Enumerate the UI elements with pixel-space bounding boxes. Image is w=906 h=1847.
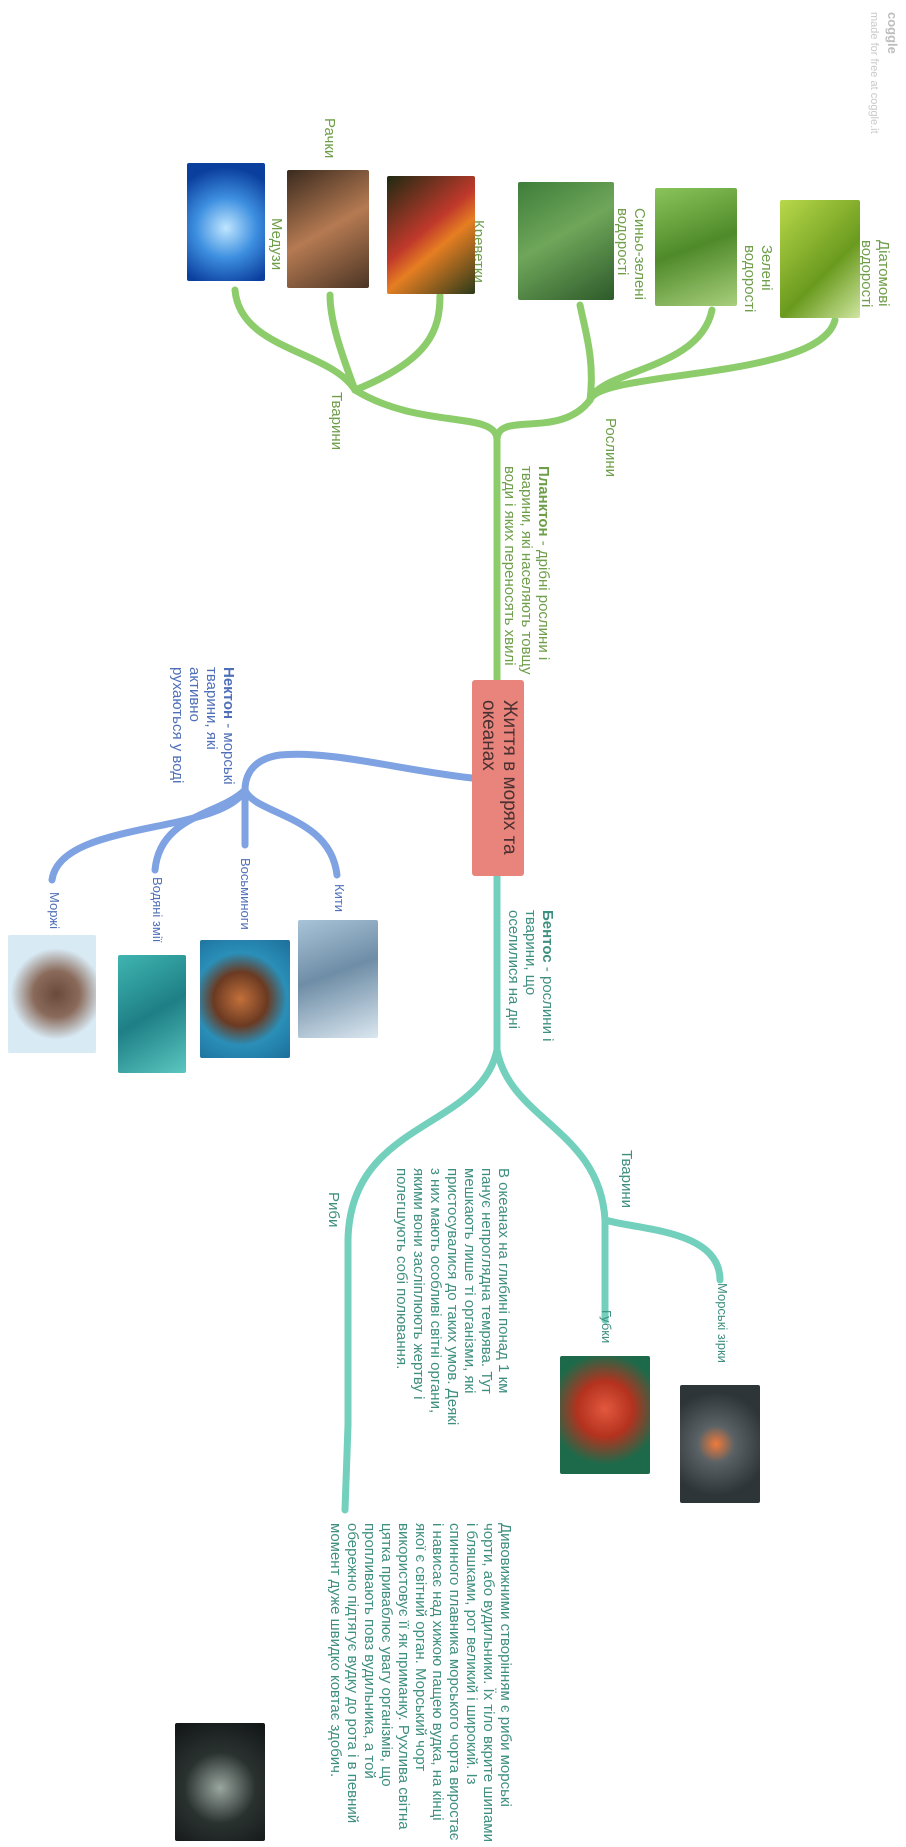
- plankton-term: Планктон: [535, 466, 552, 537]
- branch-whales: [241, 786, 341, 879]
- branch-bluegreen-algae: [576, 301, 595, 404]
- branch-plankton-animals: [351, 386, 501, 444]
- branch-green-algae: [586, 306, 716, 404]
- octopus-label[interactable]: Восьминоги: [238, 858, 253, 930]
- octopus-photo: [200, 940, 290, 1058]
- jellyfish-photo: [187, 163, 265, 281]
- starfish-photo: [680, 1385, 760, 1503]
- branch-benthos-animals: [493, 1046, 609, 1224]
- fish-deep-ocean-note: В океанах на глибині понад 1 км панує не…: [393, 1168, 512, 1426]
- whale-photo: [298, 920, 378, 1038]
- bluegreen-algae-photo: [518, 182, 614, 300]
- nekton-term: Нектон: [220, 667, 237, 720]
- sponges-label[interactable]: Губки: [599, 1310, 614, 1344]
- benthos-animals-label[interactable]: Тварини: [618, 1150, 635, 1209]
- starfish-label[interactable]: Морські зірки: [715, 1283, 730, 1363]
- krill-photo: [287, 170, 369, 288]
- green-algae-label[interactable]: Зелені водорості: [741, 245, 775, 313]
- bluegreen-algae-label[interactable]: Синьо-зелені водорості: [614, 208, 648, 300]
- benthos-fish-label[interactable]: Риби: [325, 1192, 342, 1228]
- branch-starfish: [601, 1216, 724, 1284]
- branch-nekton-trunk: [241, 750, 476, 794]
- diatoms-label[interactable]: Діатомові водорості: [858, 240, 892, 308]
- branch-benthos-fish: [344, 1046, 501, 1244]
- shrimp-photo: [387, 176, 475, 294]
- branch-jellyfish: [231, 286, 359, 394]
- plankton-plants-label[interactable]: Рослини: [602, 418, 619, 477]
- benthos-description: Бентос - рослини і тварини, що оселилися…: [505, 910, 556, 1050]
- branch-krill: [326, 291, 359, 394]
- anglerfish-photo: [175, 1723, 265, 1841]
- branch-diatoms: [586, 316, 839, 404]
- walrus-photo: [8, 935, 96, 1053]
- green-algae-photo: [655, 188, 737, 306]
- plankton-description: Планктон - дрібні рослини і тварини, які…: [501, 466, 552, 676]
- diatoms-photo: [780, 200, 860, 318]
- branch-shrimp: [351, 291, 444, 394]
- branch-plankton-plants: [493, 396, 594, 444]
- nekton-description: Нектон - морські тварини, які активно ру…: [169, 667, 237, 797]
- central-topic-node[interactable]: [472, 680, 524, 876]
- jellyfish-label[interactable]: Медузи: [268, 218, 285, 271]
- fish-anglerfish-note: Дивовижними створінням є риби морські чо…: [327, 1523, 514, 1842]
- sea-snake-photo: [118, 955, 186, 1073]
- sea-snakes-label[interactable]: Водяні змії: [150, 877, 165, 943]
- plankton-animals-label[interactable]: Тварини: [328, 392, 345, 451]
- central-topic-label: Життя в морях та океанах: [478, 700, 520, 855]
- krill-label[interactable]: Рачки: [321, 118, 338, 159]
- walruses-label[interactable]: Моржі: [47, 892, 62, 930]
- coggle-tagline[interactable]: made for free at coggle.it: [868, 12, 880, 134]
- branch-walruses: [48, 786, 249, 884]
- branch-fish-note2: [341, 1421, 352, 1514]
- benthos-term: Бентос: [539, 910, 556, 963]
- coggle-logo[interactable]: coggle: [885, 12, 900, 54]
- sponge-photo: [560, 1356, 650, 1474]
- whales-label[interactable]: Кити: [332, 884, 347, 913]
